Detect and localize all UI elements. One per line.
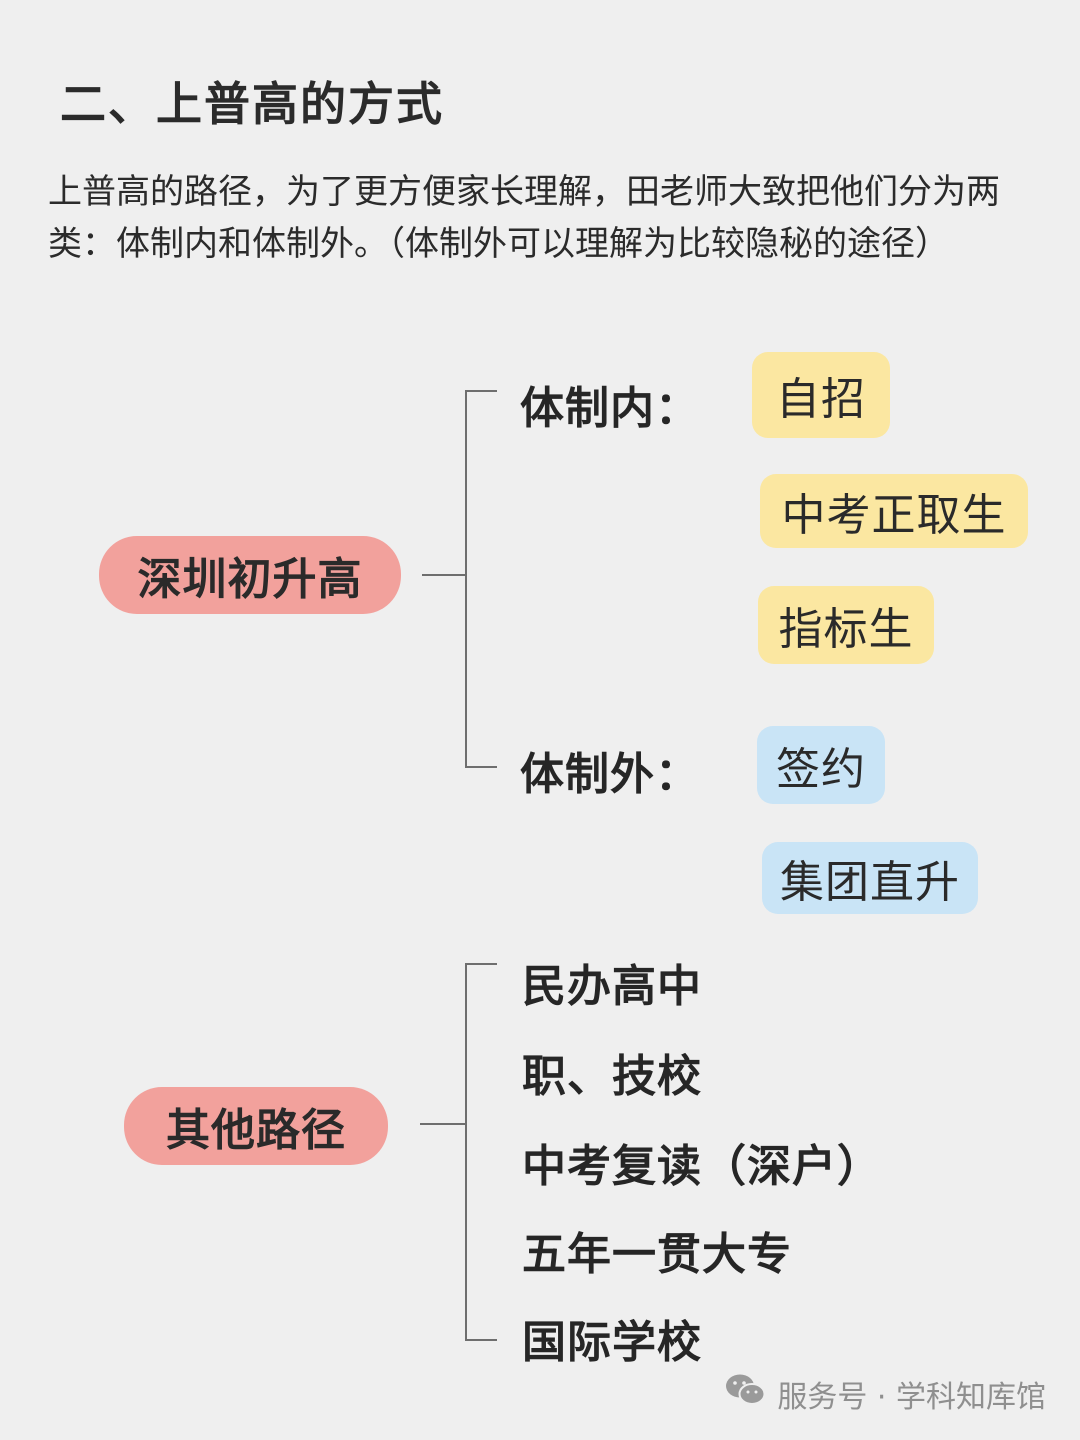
- intro-paragraph: 上普高的路径，为了更方便家长理解，田老师大致把他们分为两类：体制内和体制外。（体…: [48, 172, 1000, 264]
- item-private-high-school: 民办高中: [522, 961, 702, 1012]
- connector-line: [422, 574, 466, 576]
- branch-label-outside-system: 体制外：: [520, 749, 700, 800]
- bracket-top-tick: [465, 390, 497, 392]
- page-title: 二、上普高的方式: [60, 77, 444, 131]
- branch-label-inside-system: 体制内：: [520, 383, 700, 434]
- tag-self-enrollment: 自招: [752, 352, 890, 438]
- footer-watermark: 服务号 · 学科知库馆: [725, 1372, 1046, 1416]
- bracket-bottom-tick: [465, 766, 497, 768]
- item-vocational-school: 职、技校: [522, 1051, 702, 1102]
- item-repeat-exam: 中考复读（深户）: [522, 1141, 882, 1192]
- root-node-shenzhen: 深圳初升高: [99, 536, 401, 614]
- tag-regular-admission: 中考正取生: [760, 474, 1028, 548]
- footer-text: 服务号 · 学科知库馆: [777, 1380, 1046, 1415]
- item-five-year-college: 五年一贯大专: [522, 1229, 792, 1280]
- bracket-top-tick: [465, 963, 497, 965]
- bracket-bottom-tick: [465, 1339, 497, 1341]
- tag-contract-signing: 签约: [757, 726, 885, 804]
- connector-line: [420, 1123, 466, 1125]
- root-node-other-paths: 其他路径: [124, 1087, 388, 1165]
- bracket-vertical-line: [465, 963, 467, 1341]
- tag-group-promotion: 集团直升: [762, 842, 978, 914]
- item-international-school: 国际学校: [522, 1317, 702, 1368]
- wechat-icon: [725, 1372, 767, 1416]
- bracket-vertical-line: [465, 390, 467, 768]
- tag-quota-student: 指标生: [758, 586, 934, 664]
